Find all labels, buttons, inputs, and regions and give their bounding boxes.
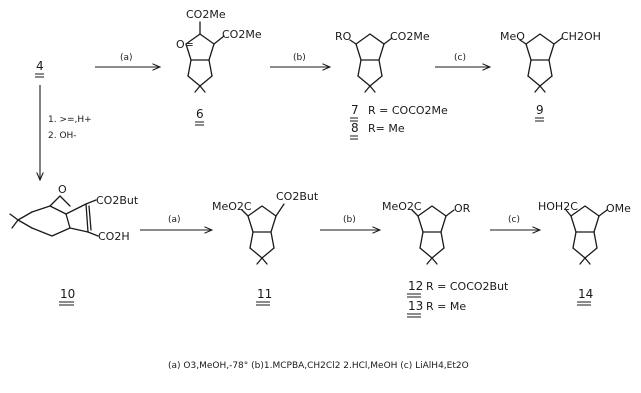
substituent-left: O= bbox=[176, 38, 194, 51]
substituent-right: CO2Me bbox=[222, 28, 262, 41]
compound-number-8: 8 bbox=[351, 121, 359, 135]
arrow-c1: (c) bbox=[435, 53, 490, 67]
compound-4: 4 bbox=[35, 59, 44, 78]
compound-11: MeO2C CO2But 11 bbox=[212, 190, 319, 306]
conditions-footnote: (a) O3,MeOH,-78° (b)1.MCPBA,CH2Cl2 2.HCl… bbox=[168, 361, 469, 371]
svg-text:O: O bbox=[58, 183, 67, 196]
arrow-label: (c) bbox=[508, 215, 520, 225]
compound-number-12: 12 bbox=[408, 279, 423, 293]
substituent-left: HOH2C bbox=[538, 200, 578, 213]
compound-9: MeO CH2OH 9 bbox=[500, 30, 601, 122]
compound-number: 11 bbox=[257, 287, 272, 301]
arrow-a1: (a) bbox=[95, 53, 160, 67]
compound-number: 10 bbox=[60, 287, 75, 301]
compound-number: 9 bbox=[536, 103, 544, 117]
arrow-label: (a) bbox=[120, 53, 133, 63]
substituent-right: OR bbox=[454, 202, 471, 215]
substituent-left: MeO2C bbox=[382, 200, 422, 213]
substituent-left: RO bbox=[335, 30, 352, 43]
compound-number-13: 13 bbox=[408, 299, 423, 313]
arrow-b1: (b) bbox=[270, 53, 330, 67]
substituent-left: MeO bbox=[500, 30, 525, 43]
substituent-right: CO2Me bbox=[390, 30, 430, 43]
compound-7-8: RO CO2Me 7 R = COCO2Me 8 R= Me bbox=[335, 30, 448, 140]
arrow-a2: (a) bbox=[140, 215, 212, 230]
substituent-top: CO2But bbox=[96, 194, 139, 207]
substituent-right: CH2OH bbox=[561, 30, 601, 43]
substituent-top: CO2Me bbox=[186, 8, 226, 21]
arrow-step-1: 1. >=,H+ bbox=[48, 115, 92, 125]
arrow-step-2: 2. OH- bbox=[48, 131, 77, 141]
compound-number: 14 bbox=[578, 287, 593, 301]
compound-6: CO2Me O= CO2Me 6 bbox=[176, 8, 262, 126]
r-label-8: R= Me bbox=[368, 122, 405, 135]
compound-number: 6 bbox=[196, 107, 204, 121]
arrow-c2: (c) bbox=[490, 215, 540, 230]
arrow-label: (b) bbox=[343, 215, 356, 225]
r-label-12: R = COCO2But bbox=[426, 280, 509, 293]
compound-14: HOH2C OMe 14 bbox=[538, 200, 631, 306]
arrow-label: (a) bbox=[168, 215, 181, 225]
compound-12-13: MeO2C OR 12 R = COCO2But 13 R = Me bbox=[382, 200, 509, 318]
substituent-right: CO2But bbox=[276, 190, 319, 203]
arrow-label: (b) bbox=[293, 53, 306, 63]
r-label-7: R = COCO2Me bbox=[368, 104, 448, 117]
compound-10: O CO2But CO2H 10 bbox=[9, 183, 139, 306]
compound-number: 4 bbox=[36, 59, 44, 73]
compound-number-7: 7 bbox=[351, 103, 359, 117]
substituent-bottom: CO2H bbox=[98, 230, 130, 243]
substituent-left: MeO2C bbox=[212, 200, 252, 213]
arrow-down: 1. >=,H+ 2. OH- bbox=[40, 85, 92, 180]
arrow-label: (c) bbox=[454, 53, 466, 63]
r-label-13: R = Me bbox=[426, 300, 466, 313]
arrow-b2: (b) bbox=[320, 215, 380, 230]
substituent-right: OMe bbox=[606, 202, 631, 215]
